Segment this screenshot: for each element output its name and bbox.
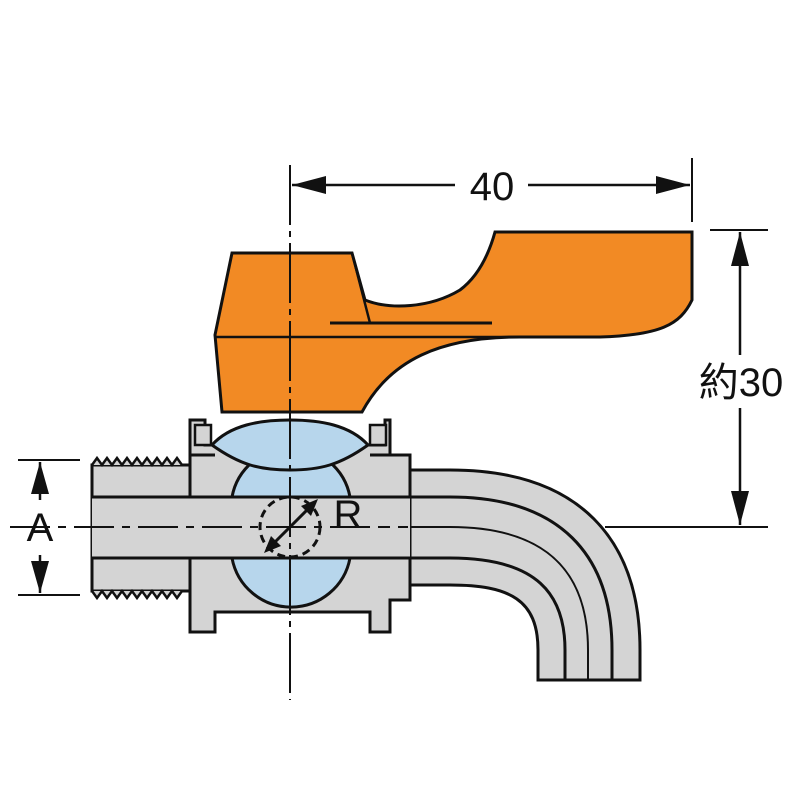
stem-notch-right bbox=[368, 423, 388, 447]
spout-center-line bbox=[380, 526, 589, 680]
width-dimension-label: 40 bbox=[470, 165, 515, 209]
width-arrow-left bbox=[292, 176, 326, 194]
handle-ridge bbox=[350, 252, 372, 324]
spout-bore-line-2 bbox=[380, 556, 567, 680]
height-dimension-label: 約30 bbox=[699, 361, 784, 405]
center-lines bbox=[10, 165, 450, 700]
spout-bore-line-1 bbox=[380, 495, 614, 680]
lever-handle bbox=[213, 230, 694, 414]
stem-notch-left bbox=[193, 423, 213, 447]
radius-arrow-head-lower bbox=[264, 536, 281, 553]
thread-dimension: A bbox=[18, 459, 80, 596]
spout-outer bbox=[378, 468, 642, 682]
thread-teeth-bottom bbox=[90, 588, 184, 601]
width-dimension: 40 bbox=[292, 158, 693, 222]
thread-arrow-bottom bbox=[31, 561, 49, 593]
radius-label: R bbox=[334, 493, 363, 537]
radius-arrow-head-upper bbox=[301, 499, 318, 516]
height-dimension: 約30 bbox=[605, 229, 784, 528]
height-arrow-bottom bbox=[731, 491, 749, 525]
width-arrow-right bbox=[656, 176, 690, 194]
thread-arrow-top bbox=[31, 462, 49, 494]
height-arrow-top bbox=[731, 232, 749, 266]
thread-dimension-label: A bbox=[27, 506, 54, 550]
spout bbox=[378, 468, 642, 682]
thread-teeth-top bbox=[90, 455, 184, 468]
